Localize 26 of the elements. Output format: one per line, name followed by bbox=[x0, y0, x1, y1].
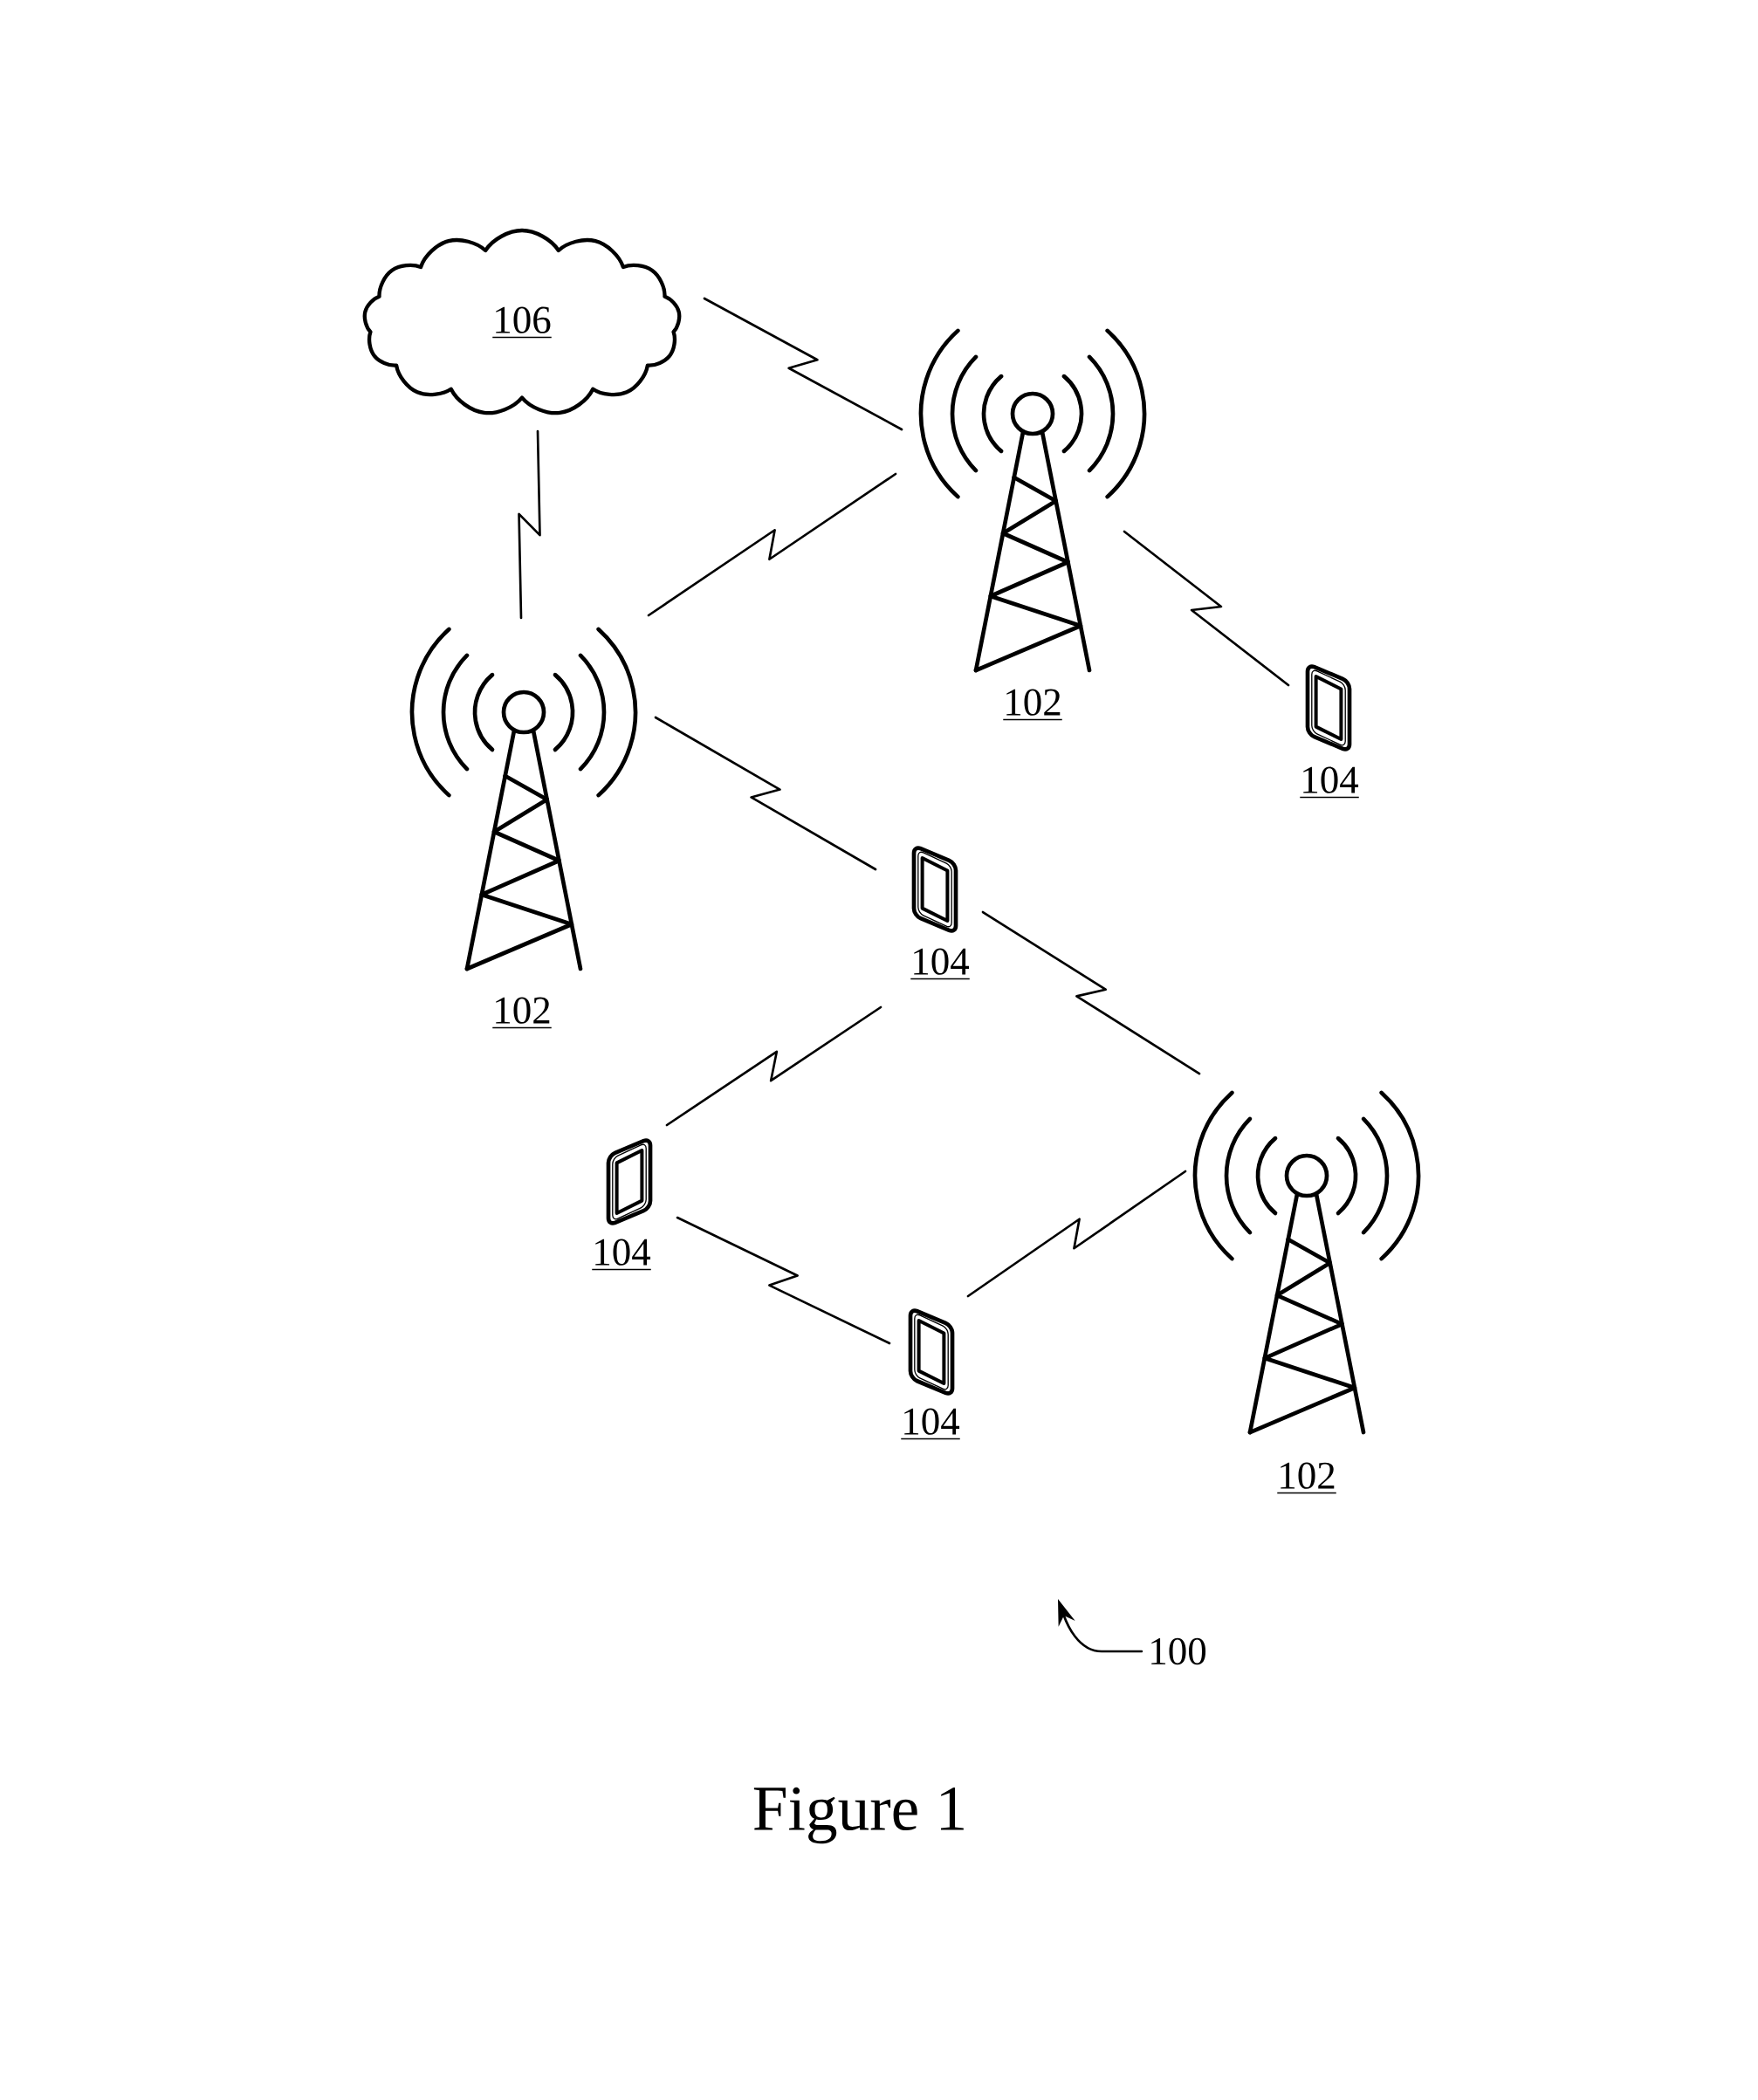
radio-tower bbox=[1192, 1090, 1421, 1435]
lightning-link bbox=[654, 716, 877, 871]
mobile-phone bbox=[606, 1138, 653, 1225]
radio-tower bbox=[918, 328, 1147, 673]
figure-caption: Figure 1 bbox=[753, 1787, 964, 1844]
mobile-phone bbox=[908, 1308, 955, 1396]
cloud: 106 bbox=[362, 228, 682, 415]
reference-numeral: 104 bbox=[910, 948, 971, 980]
reference-numeral: 104 bbox=[1299, 766, 1360, 799]
reference-numeral: 100 bbox=[1151, 1637, 1206, 1665]
reference-numeral: 104 bbox=[900, 1408, 961, 1440]
lightning-link bbox=[518, 429, 541, 620]
radio-tower bbox=[409, 627, 638, 971]
mobile-phone bbox=[1305, 664, 1352, 751]
lightning-link bbox=[703, 297, 903, 431]
lightning-link bbox=[647, 472, 897, 617]
lightning-link bbox=[665, 1005, 882, 1127]
lightning-link bbox=[676, 1216, 891, 1345]
reference-numeral: 102 bbox=[491, 997, 553, 1029]
lightning-link bbox=[981, 910, 1201, 1075]
mobile-phone bbox=[911, 846, 958, 933]
reference-numeral: 104 bbox=[591, 1239, 652, 1271]
lightning-link bbox=[1123, 530, 1290, 687]
reference-numeral: 102 bbox=[1276, 1462, 1337, 1494]
reference-numeral: 102 bbox=[1002, 689, 1063, 721]
lightning-link bbox=[966, 1170, 1187, 1298]
